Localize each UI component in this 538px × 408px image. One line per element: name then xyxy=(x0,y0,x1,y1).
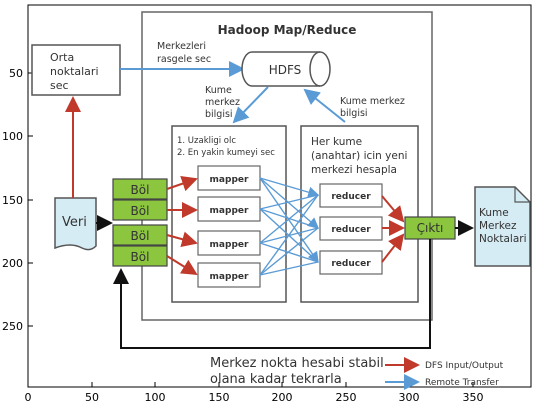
split-label: Böl xyxy=(131,183,150,197)
select-centers-line: Orta xyxy=(50,51,74,64)
y-tick-label: 200 xyxy=(2,257,23,270)
hdfs-to-map-arrow xyxy=(232,86,269,124)
y-tick-label: 150 xyxy=(2,194,23,207)
split-label: Böl xyxy=(131,250,150,264)
cluster-info-left: merkez xyxy=(205,97,240,108)
result-doc xyxy=(474,186,531,267)
x-tick-label: 0 xyxy=(25,391,32,404)
cluster-info-right: Kume merkez xyxy=(340,96,405,107)
reducer-label: reducer xyxy=(331,259,371,269)
reduce-text: merkezi hesapla xyxy=(311,164,397,176)
shuffle-arrows xyxy=(259,177,320,276)
select-centers-box xyxy=(31,44,121,96)
select-centers-line: noktalari xyxy=(50,65,99,78)
reducer-label: reducer xyxy=(331,192,371,202)
reducer-box xyxy=(319,250,383,275)
mapper-label: mapper xyxy=(210,240,249,250)
split-label: Böl xyxy=(131,229,150,243)
loop-note: olana kadar tekrarla xyxy=(210,372,342,387)
x-tick-label: 250 xyxy=(336,391,357,404)
y-axis: 50 100 150 200 250 xyxy=(2,67,33,333)
select-centers-line: sec xyxy=(50,79,69,92)
y-tick-label: 100 xyxy=(2,130,23,143)
cluster-info-left: bilgisi xyxy=(205,109,233,120)
x-tick-label: 300 xyxy=(399,391,420,404)
mapper-label: mapper xyxy=(210,175,249,185)
result-doc-line: Merkez xyxy=(479,220,517,232)
result-doc-fold xyxy=(514,187,530,203)
legend: DFS Input/Output Remote Transfer xyxy=(385,357,504,390)
x-tick-label: 200 xyxy=(272,391,293,404)
iteration-loop-arrow xyxy=(113,239,431,349)
hadoop-container xyxy=(141,11,433,321)
split-to-mapper-arrows xyxy=(166,176,198,276)
mapper-box xyxy=(197,230,261,256)
loop-note: Merkez nokta hesabi stabil xyxy=(210,356,384,371)
x-tick-label: 150 xyxy=(209,391,230,404)
legend-dfs-label: DFS Input/Output xyxy=(425,361,504,371)
split-label: Böl xyxy=(131,204,150,218)
mapper-label: mapper xyxy=(210,272,249,282)
reducer-box xyxy=(319,183,383,208)
input-data-label: Veri xyxy=(62,215,87,230)
y-tick-label: 250 xyxy=(2,320,23,333)
x-tick-label: 100 xyxy=(145,391,166,404)
result-doc-line: Kume xyxy=(479,207,509,219)
x-tick-label: 50 xyxy=(85,391,99,404)
x-tick-label: 350 xyxy=(463,391,484,404)
reduce-text: Her kume xyxy=(311,136,362,148)
y-tick-label: 50 xyxy=(9,67,23,80)
reduce-to-hdfs-arrow xyxy=(303,88,346,123)
cluster-info-right: bilgisi xyxy=(340,108,368,119)
mapper-label: mapper xyxy=(210,206,249,216)
map-step: 1. Uzakligi olc xyxy=(177,136,236,146)
cluster-info-left: Kume xyxy=(205,85,232,96)
hdfs-label: HDFS xyxy=(269,63,302,77)
mapper-box xyxy=(197,165,261,191)
reducer-label: reducer xyxy=(331,225,371,235)
legend-remote-label: Remote Transfer xyxy=(425,378,499,388)
hdfs-cylinder xyxy=(241,51,331,87)
reducer-to-output-arrows xyxy=(381,195,405,263)
result-doc-line: Noktalari xyxy=(479,233,527,245)
output-label: Çıktı xyxy=(417,221,444,235)
reduce-text: (anahtar) icin yeni xyxy=(311,150,407,162)
input-data-doc xyxy=(54,197,97,251)
random-centers-label: rasgele sec xyxy=(157,54,211,65)
random-centers-label: Merkezleri xyxy=(157,41,206,52)
mapper-box xyxy=(197,196,261,222)
map-step: 2. En yakin kumeyi sec xyxy=(177,148,275,158)
mapper-box xyxy=(197,262,261,288)
mapper-group xyxy=(197,165,261,288)
diagram-title: Hadoop Map/Reduce xyxy=(218,23,357,37)
x-axis: 0 50 100 150 200 250 300 350 xyxy=(25,382,484,404)
reducer-group xyxy=(319,183,383,275)
